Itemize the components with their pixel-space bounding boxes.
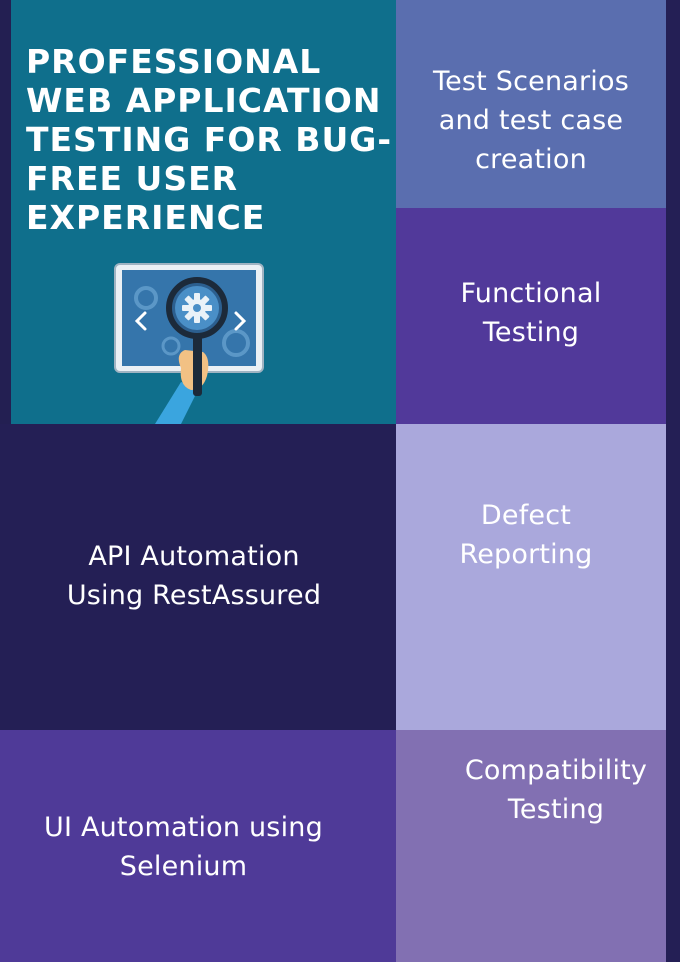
tile-line: Functional: [460, 278, 602, 309]
tile-test-scenarios-label: Test Scenarios and test case creation: [396, 62, 666, 179]
tile-defect-reporting: Defect Reporting: [396, 424, 666, 730]
tile-api-automation: API Automation Using RestAssured: [0, 424, 396, 730]
tile-ui-automation-label: UI Automation using Selenium: [0, 808, 396, 886]
tile-line: Testing: [482, 317, 580, 348]
tile-line: Reporting: [459, 539, 593, 570]
tile-line: UI Automation using: [44, 812, 323, 843]
hero-title-line: EXPERIENCE: [26, 198, 266, 237]
tile-line: Test Scenarios: [433, 66, 629, 97]
right-edge-strip: [666, 0, 680, 962]
hero-title: PROFESSIONAL WEB APPLICATION TESTING FOR…: [26, 42, 396, 237]
hero-title-line: FREE USER: [26, 159, 239, 198]
hero-panel: PROFESSIONAL WEB APPLICATION TESTING FOR…: [11, 0, 396, 424]
tile-line: and test case: [438, 105, 624, 136]
hero-title-line: TESTING FOR BUG-: [26, 120, 393, 159]
tile-functional-testing-label: Functional Testing: [396, 274, 666, 352]
tile-line: Testing: [507, 794, 605, 825]
tile-compatibility-testing: Compatibility Testing: [396, 730, 666, 962]
tile-defect-reporting-label: Defect Reporting: [386, 496, 666, 574]
tile-compatibility-testing-label: Compatibility Testing: [426, 751, 680, 829]
tile-line: API Automation: [88, 541, 300, 572]
magnifier-gear-icon: [114, 263, 264, 424]
hero-title-line: PROFESSIONAL: [26, 42, 322, 81]
tile-line: Using RestAssured: [66, 580, 322, 611]
hero-title-line: WEB APPLICATION: [26, 81, 382, 120]
tile-line: Defect: [480, 500, 572, 531]
tile-line: Compatibility: [464, 755, 648, 786]
tile-test-scenarios: Test Scenarios and test case creation: [396, 0, 666, 208]
tile-line: Selenium: [119, 851, 248, 882]
tile-api-automation-label: API Automation Using RestAssured: [0, 537, 396, 615]
tile-functional-testing: Functional Testing: [396, 208, 666, 424]
tile-ui-automation: UI Automation using Selenium: [0, 730, 396, 962]
tile-line: creation: [475, 144, 587, 175]
